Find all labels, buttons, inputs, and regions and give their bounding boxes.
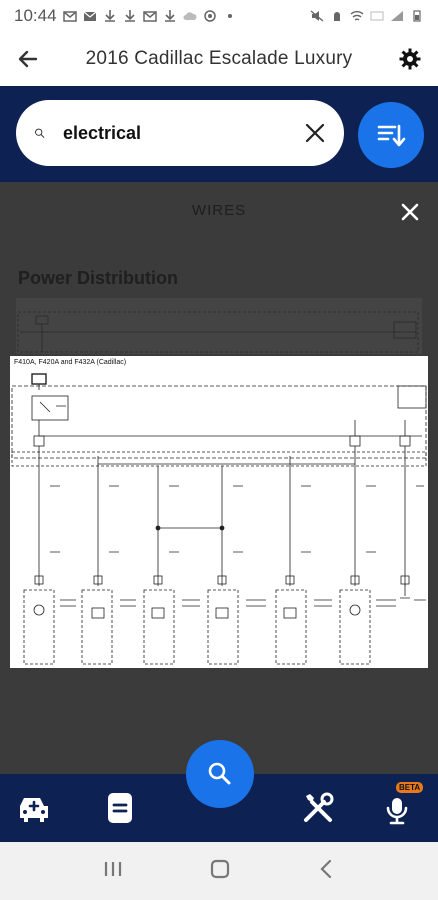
search-band bbox=[0, 86, 438, 182]
overlay-header: WIRES bbox=[191, 202, 247, 219]
beta-badge: BETA bbox=[396, 782, 424, 793]
section-title: Power Distribution bbox=[18, 268, 179, 288]
close-icon bbox=[401, 203, 419, 221]
search-icon bbox=[35, 128, 45, 138]
system-icons bbox=[310, 10, 424, 22]
gmail-icon bbox=[142, 11, 157, 22]
battery-icon bbox=[413, 10, 421, 22]
search-icon bbox=[208, 762, 231, 785]
back-button[interactable] bbox=[0, 32, 56, 86]
search-input[interactable] bbox=[63, 122, 304, 144]
home-button[interactable] bbox=[208, 857, 232, 886]
alarm-icon bbox=[334, 12, 340, 21]
back-arrow-icon bbox=[18, 50, 38, 68]
signal-icon bbox=[391, 11, 403, 21]
at-icon bbox=[203, 10, 216, 22]
sort-button[interactable] bbox=[358, 102, 424, 168]
faded-diagram-preview bbox=[16, 298, 422, 354]
mail-icon bbox=[62, 11, 77, 22]
status-time: 10:44 bbox=[14, 6, 57, 25]
tools-button[interactable] bbox=[298, 788, 338, 828]
email-icon bbox=[83, 11, 96, 21]
wifi-icon bbox=[350, 11, 364, 21]
download-icon-2 bbox=[124, 10, 135, 22]
gear-icon bbox=[399, 48, 421, 70]
wires-overlay: WIRES Power Distribution F410A, F420A an… bbox=[0, 182, 438, 774]
clear-search-button[interactable] bbox=[304, 119, 326, 147]
system-navigation-bar bbox=[0, 842, 438, 900]
voice-assistant-button[interactable]: BETA bbox=[380, 782, 424, 828]
notification-icons bbox=[62, 10, 237, 22]
chevron-left-icon bbox=[320, 859, 332, 878]
wiring-diagram-drawing bbox=[11, 373, 427, 665]
cloud-icon bbox=[183, 12, 197, 20]
tools-icon bbox=[304, 792, 334, 822]
mute-icon bbox=[310, 10, 324, 22]
download-icon bbox=[104, 10, 115, 22]
system-back-button[interactable] bbox=[316, 858, 336, 885]
documents-button[interactable] bbox=[100, 788, 140, 828]
diagram-caption: F410A, F420A and F432A (Cadillac) bbox=[14, 359, 127, 366]
recents-icon bbox=[104, 861, 122, 876]
network-icon bbox=[370, 11, 384, 21]
home-icon bbox=[210, 859, 230, 878]
dot-icon bbox=[227, 14, 232, 18]
download-icon-3 bbox=[164, 10, 175, 22]
search-box[interactable] bbox=[16, 100, 344, 166]
page-title: 2016 Cadillac Escalade Luxury bbox=[85, 48, 353, 69]
recents-button[interactable] bbox=[102, 859, 124, 884]
close-icon bbox=[305, 123, 325, 143]
close-overlay-button[interactable] bbox=[398, 200, 422, 224]
app-bar: 2016 Cadillac Escalade Luxury bbox=[0, 32, 438, 86]
faded-diagram-lines bbox=[17, 311, 419, 353]
search-fab-button[interactable] bbox=[186, 740, 254, 808]
add-vehicle-button[interactable] bbox=[14, 788, 54, 828]
status-bar: 10:44 bbox=[0, 0, 438, 32]
settings-button[interactable] bbox=[382, 32, 438, 86]
sort-icon bbox=[377, 124, 406, 147]
car-add-icon bbox=[20, 798, 48, 822]
document-icon bbox=[108, 793, 132, 823]
microphone-icon bbox=[386, 798, 408, 825]
wiring-diagram[interactable]: F410A, F420A and F432A (Cadillac) bbox=[10, 356, 428, 668]
